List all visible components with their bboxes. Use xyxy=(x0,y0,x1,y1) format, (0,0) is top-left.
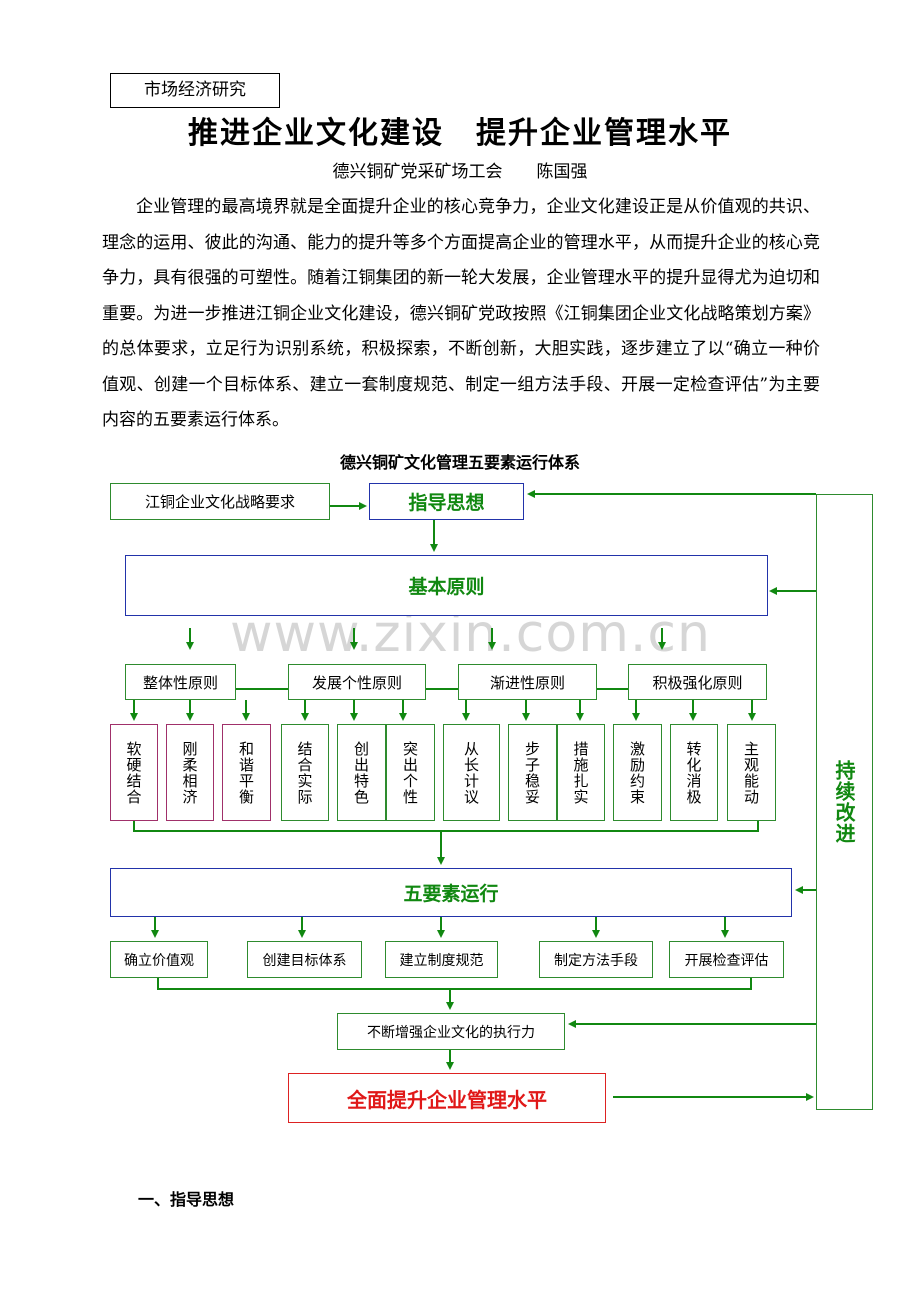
sub-principle-box: 软硬结合 xyxy=(110,724,158,821)
sub-principle-box: 结合实际 xyxy=(281,724,329,821)
principle-box: 渐进性原则 xyxy=(458,664,597,700)
category-tag: 市场经济研究 xyxy=(110,73,280,108)
basic-principles-box: 基本原则 xyxy=(125,555,768,616)
element-box: 开展检查评估 xyxy=(669,941,784,978)
sub-principle-label: 和谐平衡 xyxy=(237,740,255,805)
sub-principle-box: 转化消极 xyxy=(670,724,718,821)
principle-box: 积极强化原则 xyxy=(628,664,767,700)
diagram-title: 德兴铜矿文化管理五要素运行体系 xyxy=(339,453,580,472)
sub-principle-box: 突出个性 xyxy=(386,724,435,821)
section-heading: 一、指导思想 xyxy=(138,1190,235,1209)
sub-principle-label: 创出特色 xyxy=(352,740,370,805)
element-label: 建立制度规范 xyxy=(399,952,484,969)
principle-box: 整体性原则 xyxy=(125,664,236,700)
basic-label: 基本原则 xyxy=(408,576,485,598)
execution-label: 不断增强企业文化的执行力 xyxy=(367,1024,535,1041)
sub-principle-box: 从长计议 xyxy=(443,724,500,821)
sub-principle-box: 步子稳妥 xyxy=(508,724,557,821)
sub-principle-box: 激励约束 xyxy=(613,724,662,821)
sub-principle-label: 转化消极 xyxy=(684,740,703,805)
sub-principle-label: 措施扎实 xyxy=(571,740,590,805)
sub-principle-label: 刚柔相济 xyxy=(180,740,199,805)
five-elements-box: 五要素运行 xyxy=(110,868,792,917)
execution-box: 不断增强企业文化的执行力 xyxy=(337,1013,565,1050)
element-box: 确立价值观 xyxy=(110,941,208,978)
sub-principle-box: 刚柔相济 xyxy=(166,724,214,821)
final-goal-box: 全面提升企业管理水平 xyxy=(288,1073,606,1123)
guiding-box: 指导思想 xyxy=(369,483,524,520)
sub-principle-label: 软硬结合 xyxy=(124,740,143,805)
sub-principle-label: 突出个性 xyxy=(401,740,419,805)
sub-principle-box: 创出特色 xyxy=(337,724,386,821)
five-elements-label: 五要素运行 xyxy=(403,883,499,905)
final-goal-label: 全面提升企业管理水平 xyxy=(347,1087,547,1112)
principle-label: 整体性原则 xyxy=(142,673,218,692)
principle-box: 发展个性原则 xyxy=(288,664,426,700)
element-box: 制定方法手段 xyxy=(539,941,653,978)
sub-principle-box: 主观能动 xyxy=(727,724,776,821)
sub-principle-label: 结合实际 xyxy=(295,740,314,805)
element-box: 建立制度规范 xyxy=(385,941,498,978)
element-label: 创建目标体系 xyxy=(262,952,347,969)
sub-principle-label: 激励约束 xyxy=(628,740,646,805)
principle-label: 发展个性原则 xyxy=(311,673,402,692)
sub-principle-label: 从长计议 xyxy=(462,740,480,805)
intro-paragraph: 企业管理的最高境界就是全面提升企业的核心竞争力，企业文化建设正是从价值观的共识、… xyxy=(102,197,820,430)
sub-principle-label: 步子稳妥 xyxy=(523,740,541,805)
improvement-label: 持续改进 xyxy=(832,760,856,844)
sub-principle-box: 和谐平衡 xyxy=(222,724,271,821)
strategy-label: 江铜企业文化战略要求 xyxy=(144,493,295,511)
page-title: 推进企业文化建设 提升企业管理水平 xyxy=(188,116,732,151)
element-box: 创建目标体系 xyxy=(247,941,362,978)
element-label: 确立价值观 xyxy=(124,952,194,969)
sub-principle-box: 措施扎实 xyxy=(557,724,605,821)
author-line: 德兴铜矿党采矿场工会 陈国强 xyxy=(332,162,588,182)
principle-label: 渐进性原则 xyxy=(489,673,565,692)
element-label: 制定方法手段 xyxy=(554,952,638,969)
element-label: 开展检查评估 xyxy=(684,952,769,969)
sub-principle-label: 主观能动 xyxy=(742,740,760,805)
principle-label: 积极强化原则 xyxy=(652,673,743,692)
guiding-label: 指导思想 xyxy=(408,492,485,514)
strategy-box: 江铜企业文化战略要求 xyxy=(110,483,330,520)
improvement-box: 持续改进 xyxy=(816,494,873,1110)
